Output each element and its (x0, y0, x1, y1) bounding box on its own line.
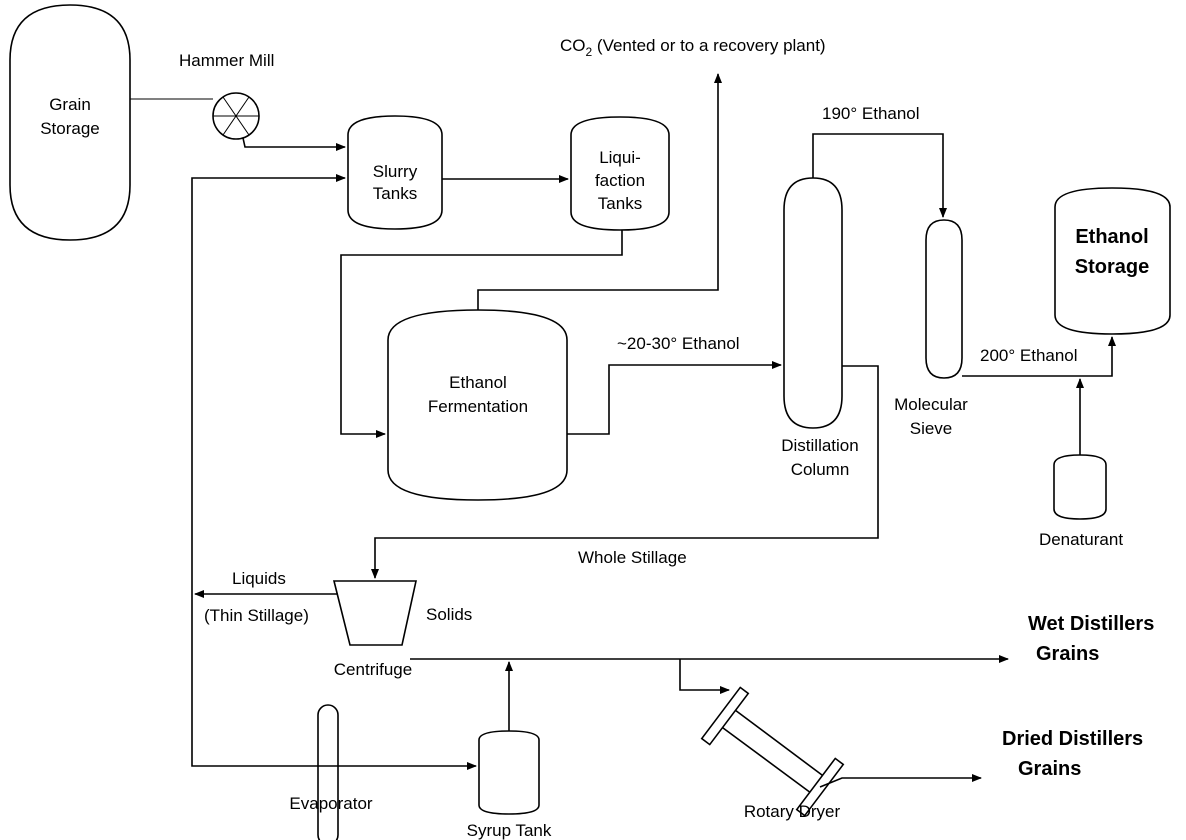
ethanol-200-label: 200° Ethanol (980, 346, 1078, 365)
centrifuge-label: Centrifuge (334, 660, 412, 679)
evaporator-vessel (317, 704, 339, 840)
molecular-sieve-vessel (925, 219, 963, 379)
distillation-to-sieve-line (812, 133, 947, 218)
ethanol-storage-label-2: Storage (1075, 256, 1149, 278)
ethanol-20-30-label: ~20-30° Ethanol (617, 334, 740, 353)
molecular-sieve-label-1: Molecular (894, 395, 968, 414)
wet-distillers-label-1: Wet Distillers (1028, 613, 1154, 635)
denaturant-vessel (1053, 454, 1107, 520)
molecular-sieve-label-2: Sieve (910, 419, 953, 438)
liquifaction-to-fermentation-line (340, 230, 623, 438)
ethanol-190-label: 190° Ethanol (822, 104, 920, 123)
dried-distillers-label-2: Grains (1018, 758, 1081, 780)
to-syrup-tank-line (191, 594, 477, 770)
grain-storage-tank (9, 4, 131, 241)
liquids-label: Liquids (232, 569, 286, 588)
sieve-to-storage-line (962, 336, 1116, 377)
whole-stillage-label: Whole Stillage (578, 548, 687, 567)
slurry-tanks-label-1: Slurry (373, 162, 418, 181)
hammer-mill-icon (212, 92, 260, 140)
distillation-column-vessel (783, 177, 843, 429)
whole-stillage-line (371, 365, 879, 579)
ethanol-fermentation-label-1: Ethanol (449, 373, 507, 392)
co2-vent-line (477, 73, 722, 310)
syrup-tank-label: Syrup Tank (467, 821, 552, 840)
mill-to-slurry-line (242, 137, 346, 151)
ethanol-storage-tank (1054, 187, 1171, 335)
distillation-column-label-2: Column (791, 460, 850, 479)
ethanol-fermentation-vessel (387, 309, 568, 501)
liquifaction-label-1: Liqui- (599, 148, 641, 167)
ethanol-storage-label-1: Ethanol (1075, 226, 1148, 248)
liquifaction-label-2: faction (595, 171, 645, 190)
liquifaction-label-3: Tanks (598, 194, 642, 213)
co2-label: CO2 (Vented or to a recovery plant) (560, 36, 826, 59)
thin-stillage-label: (Thin Stillage) (204, 606, 309, 625)
evaporator-label: Evaporator (289, 794, 372, 813)
centrifuge-vessel (332, 580, 417, 646)
rotary-dryer-icon (700, 686, 845, 817)
syrup-tank-vessel (478, 730, 540, 815)
to-dryer-line (679, 659, 730, 694)
hammer-mill-label: Hammer Mill (179, 51, 274, 70)
slurry-tanks-label-2: Tanks (373, 184, 417, 203)
liquifaction-tanks-vessel (570, 116, 670, 231)
fermentation-to-distillation-line (567, 361, 782, 435)
slurry-tanks-vessel (347, 115, 443, 230)
dryer-output-line (819, 774, 982, 788)
grain-storage-label-1: Grain (49, 95, 91, 114)
ethanol-fermentation-label-2: Fermentation (428, 397, 528, 416)
recycle-to-slurry-line (191, 174, 346, 594)
distillation-column-label-1: Distillation (781, 436, 858, 455)
solids-label: Solids (426, 605, 472, 624)
rotary-dryer-label: Rotary Dryer (744, 802, 841, 821)
wet-distillers-label-2: Grains (1036, 643, 1099, 665)
dried-distillers-label-1: Dried Distillers (1002, 728, 1143, 750)
grain-storage-label-2: Storage (40, 119, 100, 138)
denaturant-label: Denaturant (1039, 530, 1123, 549)
